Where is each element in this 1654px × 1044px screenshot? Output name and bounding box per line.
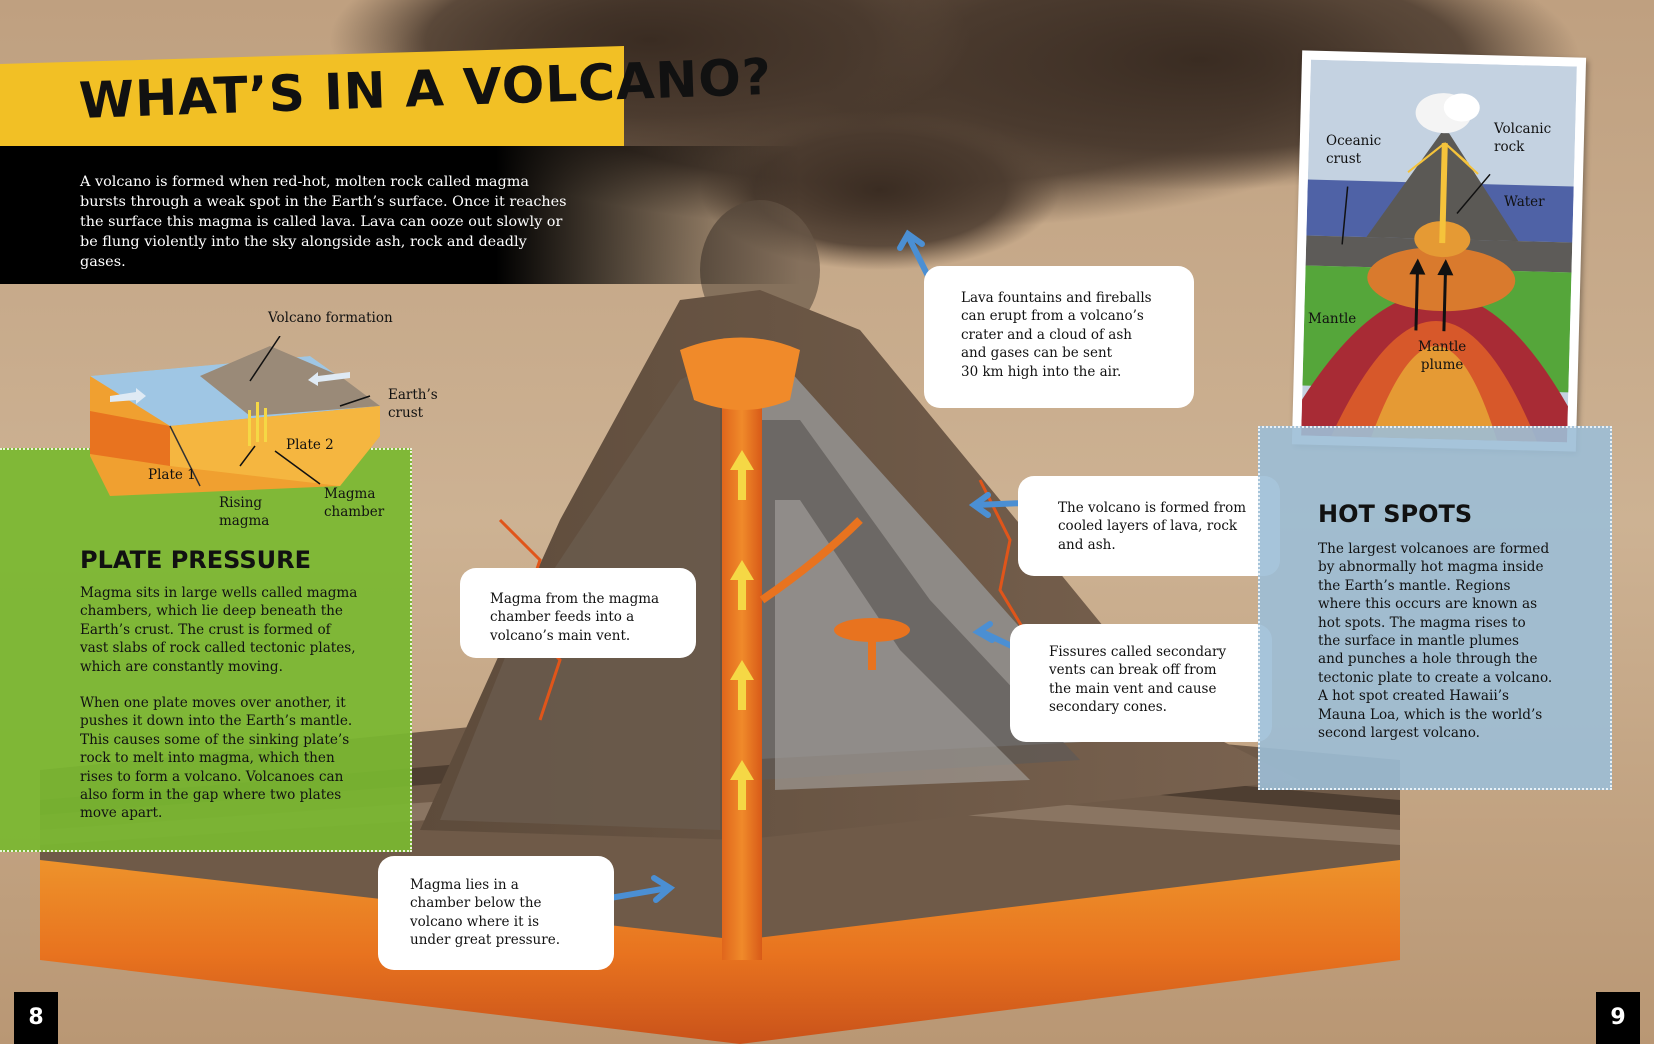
- page-number-right: 9: [1596, 992, 1640, 1044]
- plate1-label: Plate 1: [148, 467, 196, 483]
- intro-band: [0, 146, 800, 284]
- volcanic-rock-label: Volcanic rock: [1494, 121, 1552, 155]
- callout-magma-chamber: Magma lies in a chamber below the volcan…: [378, 856, 614, 970]
- intro-text: A volcano is formed when red-hot, molten…: [80, 174, 567, 270]
- callout-main-vent: Magma from the magma chamber feeds into …: [460, 568, 696, 658]
- mantle-plume-label: Mantle plume: [1418, 339, 1467, 373]
- plate-pressure-para1: Magma sits in large wells called magma c…: [80, 585, 358, 675]
- rising-magma-label: Rising magma: [219, 495, 270, 529]
- oceanic-crust-label: Oceanic crust: [1326, 133, 1382, 167]
- plate-pressure-panel: [0, 448, 412, 852]
- callout-cooled-layers: The volcano is formed from cooled layers…: [1018, 476, 1280, 576]
- water-label: Water: [1504, 194, 1545, 210]
- plate2-label: Plate 2: [286, 437, 334, 453]
- volcano-formation-caption: Volcano formation: [268, 310, 393, 326]
- title-band: [0, 46, 624, 146]
- page-number-left: 8: [14, 992, 58, 1044]
- volcano-formation-diagram: [90, 336, 380, 496]
- plate-pressure-heading: PLATE PRESSURE: [80, 546, 312, 574]
- magma-chamber-label: Magma chamber: [324, 486, 385, 520]
- hot-spots-text: The largest volcanoes are formed by abno…: [1318, 541, 1553, 742]
- hotspot-diagram-frame: [1291, 50, 1587, 452]
- mantle-label: Mantle: [1308, 311, 1357, 327]
- hot-spots-panel: [1258, 426, 1612, 790]
- hot-spots-heading: HOT SPOTS: [1318, 500, 1473, 528]
- hotspot-diagram: [1301, 59, 1577, 443]
- earths-crust-label: Earth’s crust: [388, 387, 438, 421]
- callout-fissures: Fissures called secondary vents can brea…: [1010, 624, 1272, 742]
- callout-lava-fountains: Lava fountains and fireballs can erupt f…: [924, 266, 1194, 408]
- plate-pressure-para2: When one plate moves over another, it pu…: [80, 695, 353, 822]
